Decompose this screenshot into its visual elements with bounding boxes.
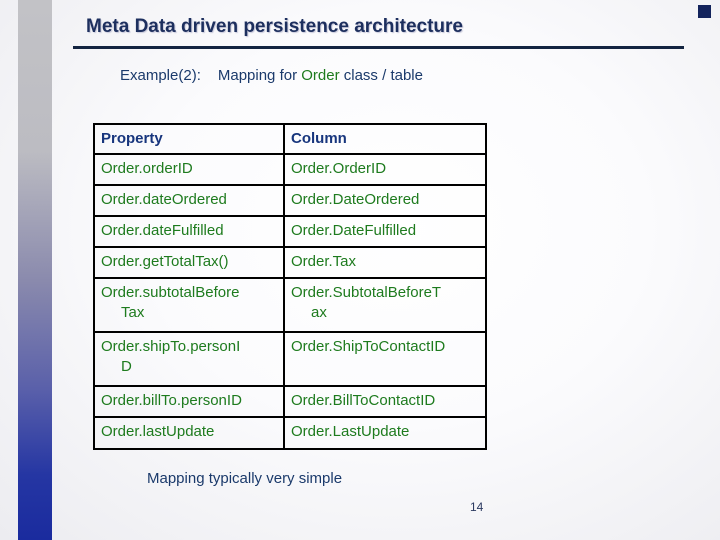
table-row: Order.lastUpdate Order.LastUpdate <box>93 416 487 450</box>
table-row: Order.billTo.personID Order.BillToContac… <box>93 385 487 418</box>
table-cell-property: Order.subtotalBefore Tax <box>93 277 285 333</box>
table-cell-column: Order.SubtotalBeforeT ax <box>283 277 487 333</box>
table-cell-column: Order.DateOrdered <box>283 184 487 217</box>
corner-decoration-square <box>698 5 711 18</box>
subtitle-order-highlight: Order <box>301 67 340 84</box>
table-cell-property: Order.shipTo.personI D <box>93 331 285 387</box>
table-cell-property: Order.dateFulfilled <box>93 215 285 248</box>
table-cell-property: Order.billTo.personID <box>93 385 285 418</box>
table-cell-column: Order.ShipToContactID <box>283 331 487 387</box>
subtitle-example-label: Example(2): <box>120 67 201 84</box>
subtitle: Example(2): Mapping for Order class / tab… <box>120 67 423 84</box>
table-cell-column: Order.DateFulfilled <box>283 215 487 248</box>
title-underline <box>73 46 684 49</box>
table-cell-property: Order.dateOrdered <box>93 184 285 217</box>
page-title: Meta Data driven persistence architectur… <box>86 16 463 37</box>
table-cell-column: Order.LastUpdate <box>283 416 487 450</box>
table-row: Order.orderID Order.OrderID <box>93 153 487 186</box>
table-row: Order.dateOrdered Order.DateOrdered <box>93 184 487 217</box>
table-row: Order.subtotalBefore Tax Order.SubtotalB… <box>93 277 487 333</box>
table-header-property: Property <box>93 123 285 155</box>
page-number: 14 <box>470 500 484 514</box>
table-cell-property: Order.lastUpdate <box>93 416 285 450</box>
side-accent-bar <box>18 0 52 540</box>
mapping-table: Property Column Order.orderID Order.Orde… <box>93 123 487 450</box>
table-row: Order.getTotalTax() Order.Tax <box>93 246 487 279</box>
table-cell-column: Order.Tax <box>283 246 487 279</box>
table-header-column: Column <box>283 123 487 155</box>
footer-note: Mapping typically very simple <box>147 470 343 487</box>
table-row: Order.dateFulfilled Order.DateFulfilled <box>93 215 487 248</box>
subtitle-suffix: class / table <box>339 67 423 84</box>
table-cell-column: Order.BillToContactID <box>283 385 487 418</box>
table-cell-column: Order.OrderID <box>283 153 487 186</box>
table-cell-property: Order.orderID <box>93 153 285 186</box>
table-header-row: Property Column <box>93 123 487 155</box>
table-cell-property: Order.getTotalTax() <box>93 246 285 279</box>
table-row: Order.shipTo.personI D Order.ShipToConta… <box>93 331 487 387</box>
subtitle-prefix: Mapping for <box>217 67 302 84</box>
